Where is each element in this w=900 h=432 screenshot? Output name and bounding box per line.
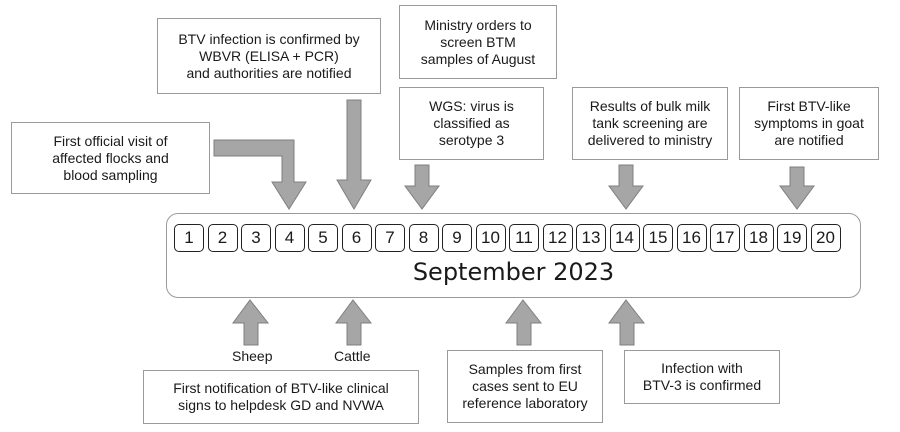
cattle-label: Cattle (334, 348, 371, 364)
arrow-up-day-3 (232, 299, 270, 346)
day-cell: 1 (174, 224, 204, 252)
day-cell: 18 (743, 224, 774, 252)
event-goat-symptoms: First BTV-like symptoms in goat are noti… (739, 87, 879, 160)
event-wgs: WGS: virus is classified as serotype 3 (399, 87, 544, 160)
day-cell: 13 (576, 224, 606, 252)
day-cell: 12 (542, 224, 573, 252)
day-strip: 1 2 3 4 5 6 7 8 9 10 11 12 13 14 15 16 1… (174, 224, 844, 254)
day-cell: 3 (241, 224, 271, 252)
event-ministry-orders: Ministry orders to screen BTM samples of… (399, 5, 557, 79)
arrow-day-6 (336, 99, 372, 210)
arrow-day-19 (779, 166, 815, 210)
arrow-day-14 (608, 164, 644, 210)
event-bulk-milk: Results of bulk milk tank screening are … (572, 87, 728, 160)
day-cell: 7 (375, 224, 405, 252)
event-btv3-confirmed: Infection with BTV-3 is confirmed (624, 350, 780, 404)
day-cell: 2 (207, 224, 238, 252)
arrow-up-day-14 (608, 299, 646, 346)
day-cell: 5 (308, 224, 338, 252)
arrow-up-day-11 (505, 299, 543, 346)
day-cell: 15 (643, 224, 673, 252)
event-samples-sent: Samples from first cases sent to EU refe… (447, 350, 603, 423)
event-btv-confirmed: BTV infection is confirmed by WBVR (ELIS… (157, 18, 381, 94)
day-cell: 17 (710, 224, 740, 252)
arrow-up-day-6 (335, 299, 373, 346)
day-cell: 8 (408, 224, 439, 252)
day-cell: 10 (475, 224, 506, 252)
day-cell: 20 (810, 224, 841, 252)
event-official-visit: First official visit of affected flocks … (11, 122, 210, 194)
arrow-day-4 (213, 139, 307, 210)
day-cell: 19 (777, 224, 807, 252)
sheep-label: Sheep (232, 348, 273, 364)
month-title: September 2023 (412, 258, 615, 286)
day-cell: 16 (676, 224, 707, 252)
day-cell: 9 (442, 224, 472, 252)
day-cell: 4 (274, 224, 305, 252)
arrow-day-8 (404, 164, 440, 210)
day-cell: 6 (341, 224, 372, 252)
day-cell: 11 (509, 224, 539, 252)
event-first-notification: First notification of BTV-like clinical … (143, 370, 419, 424)
day-cell: 14 (609, 224, 640, 252)
